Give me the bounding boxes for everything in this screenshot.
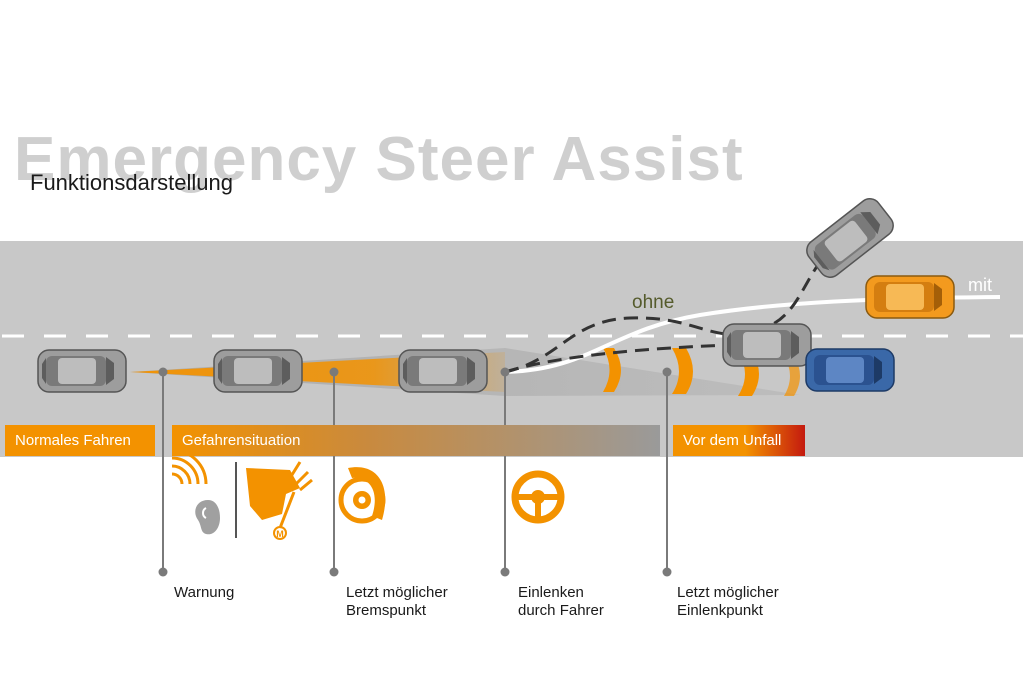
phase-normal-driving: Normales Fahren	[5, 425, 155, 456]
caption-steer-point-line1: Letzt möglicher	[677, 584, 779, 601]
path-label-without: ohne	[632, 292, 675, 313]
car-normal	[37, 349, 127, 393]
path-without-assist-straight	[504, 343, 731, 374]
caption-steer-driver: Einlenken durch Fahrer	[518, 584, 604, 620]
caption-brake-point-line1: Letzt möglicher	[346, 584, 448, 601]
caption-brake-point-line2: Bremspunkt	[346, 602, 427, 619]
car-obstacle	[805, 348, 895, 392]
car-danger	[213, 349, 303, 393]
caption-warning-line: Warnung	[174, 584, 235, 601]
path-label-with: mit	[968, 275, 992, 295]
timeline-markers	[158, 367, 672, 577]
path-without-assist	[504, 261, 822, 374]
steering-wheel-icon	[511, 470, 565, 524]
caption-brake-point: Letzt möglicher Bremspunkt	[346, 584, 448, 620]
car-steer	[398, 349, 488, 393]
car-with-assist	[865, 275, 955, 319]
caption-warning: Warnung	[174, 584, 234, 602]
brake-disc-icon	[338, 467, 386, 524]
caption-steer-line2: durch Fahrer	[518, 602, 604, 619]
brake-pedal-jolt-icon: M	[246, 461, 313, 540]
caption-steer-line1: Einlenken	[518, 584, 584, 601]
page-title: Emergency Steer Assist	[14, 125, 744, 194]
car-crash	[722, 323, 812, 367]
caption-steer-point: Letzt möglicher Einlenkpunkt	[677, 584, 779, 620]
svg-text:M: M	[276, 529, 284, 539]
phase-danger-situation: Gefahrensituation	[172, 425, 660, 456]
phase-before-crash: Vor dem Unfall	[673, 425, 805, 456]
caption-steer-point-line2: Einlenkpunkt	[677, 602, 763, 619]
page-subtitle: Funktionsdarstellung	[30, 170, 234, 195]
sound-waves-ear-icon	[171, 448, 220, 535]
